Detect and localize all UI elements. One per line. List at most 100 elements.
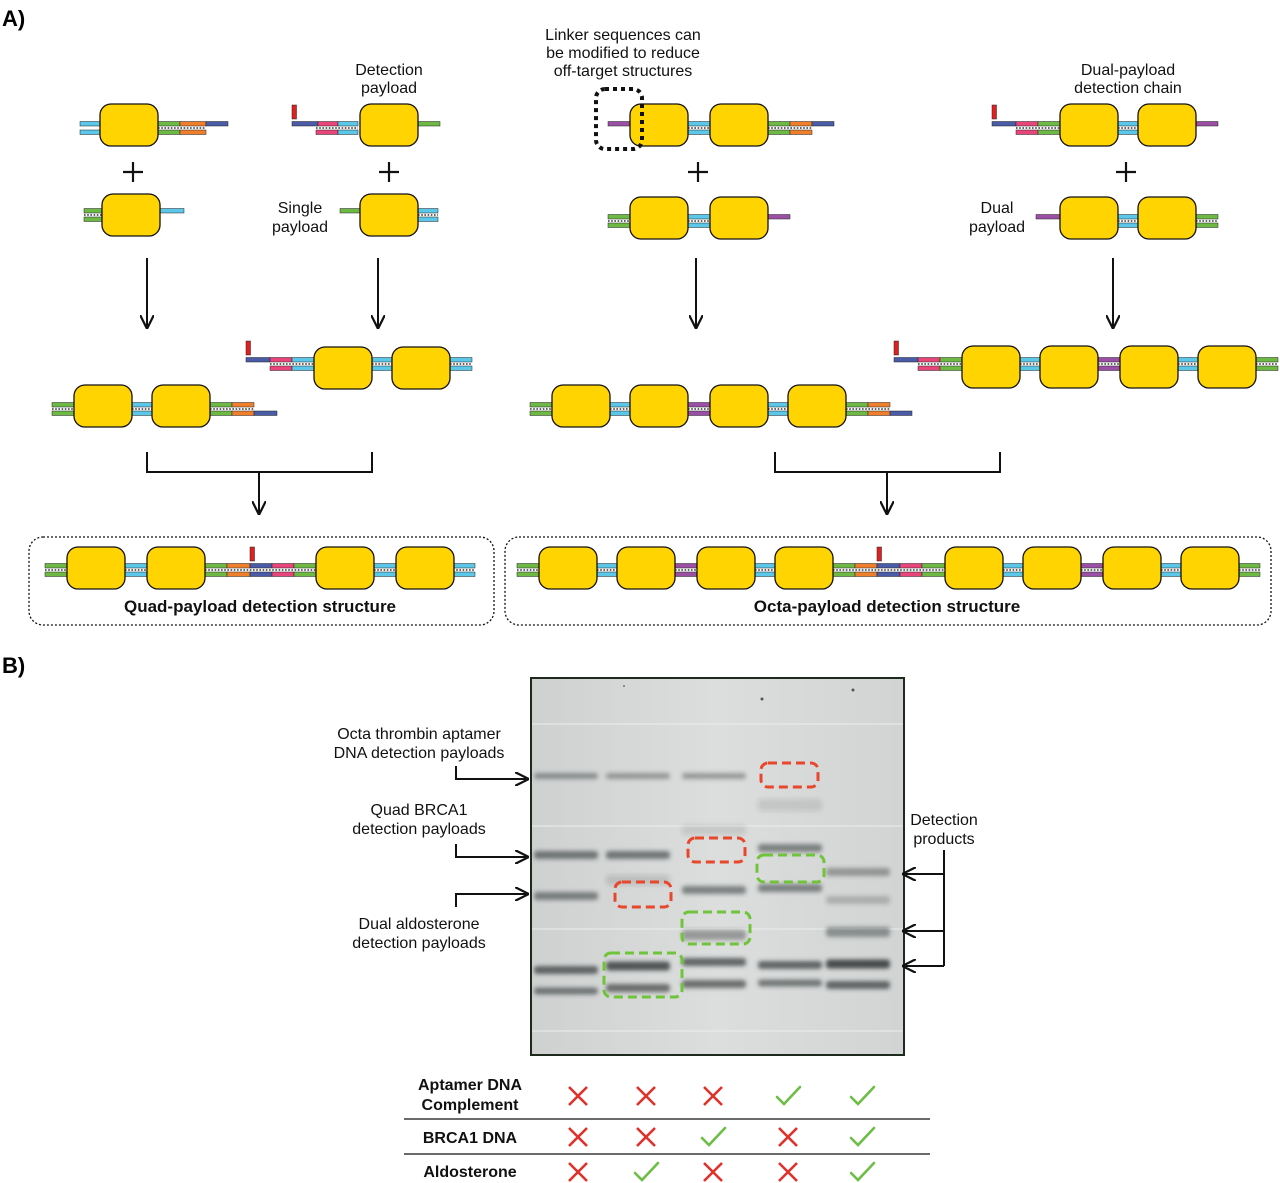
strand-segment: [687, 410, 711, 416]
strand-segment: [854, 563, 878, 569]
svg-text:detection payloads: detection payloads: [352, 935, 485, 952]
strand-segment: [767, 214, 791, 220]
strand-segment: [1160, 563, 1182, 569]
strand-segment: [1177, 357, 1199, 363]
strand-segment: [832, 563, 856, 569]
strand-segment: [1080, 563, 1104, 569]
strand-segment: [44, 563, 68, 569]
strand-segment: [1195, 214, 1219, 220]
aptamer-payload-box: [73, 384, 133, 428]
linker-highlight-box: [594, 87, 644, 151]
strand-segment: [131, 410, 153, 416]
gel-band: [826, 868, 890, 876]
strand-segment: [789, 121, 813, 127]
row-label-aldosterone: Aldosterone: [423, 1164, 516, 1181]
aptamer-payload-box: [944, 546, 1004, 590]
cross-icon: [778, 1162, 798, 1182]
red-tag-marker: [291, 104, 297, 120]
strand-segment: [921, 563, 946, 569]
quad-structure-title: Quad-payload detection structure: [124, 597, 396, 616]
gel-band: [758, 799, 822, 811]
gel-band: [606, 773, 670, 779]
strand-segment: [79, 121, 103, 127]
strand-segment: [767, 402, 789, 408]
gel-band: [758, 884, 822, 892]
gel-band: [682, 980, 746, 988]
strand-segment: [876, 571, 901, 577]
strand-segment: [1117, 222, 1139, 228]
condition-table: Aptamer DNA Complement BRCA1 DNA Aldoste…: [404, 1077, 930, 1182]
svg-text:Single: Single: [278, 200, 323, 217]
red-tag-marker: [893, 340, 899, 356]
cross-icon: [568, 1086, 588, 1106]
strand-segment: [516, 571, 540, 577]
cross-icon: [703, 1086, 723, 1106]
strand-segment: [1177, 365, 1199, 371]
strand-segment: [529, 410, 553, 416]
check-icon: [775, 1085, 802, 1106]
strand-segment: [889, 410, 913, 416]
strand-segment: [767, 121, 791, 127]
quad-band-label: Quad BRCA1 detection payloads: [352, 802, 485, 838]
strand-segment: [1002, 563, 1024, 569]
row-label-aptamer: Aptamer DNA: [418, 1077, 522, 1094]
strand-segment: [674, 571, 698, 577]
svg-text:Linker sequences can: Linker sequences can: [545, 27, 701, 44]
svg-text:payload: payload: [272, 219, 328, 236]
svg-text:DNA detection payloads: DNA detection payloads: [334, 745, 505, 762]
gel-highlight-box: [759, 761, 820, 789]
strand-segment: [449, 357, 473, 363]
check-icon: [700, 1126, 727, 1147]
strand-segment: [245, 357, 271, 363]
red-tag-marker: [991, 104, 997, 120]
flow-arrows: [147, 258, 1113, 512]
single-payload-note: Single payload: [272, 200, 328, 236]
strand-segment: [317, 121, 339, 127]
gel-band: [682, 825, 746, 835]
strand-segment: [291, 121, 319, 127]
check-icon: [849, 1126, 876, 1147]
strand-segment: [1195, 222, 1219, 228]
cross-icon: [568, 1162, 588, 1182]
strand-segment: [529, 402, 553, 408]
gel-highlight-box: [755, 853, 826, 884]
strand-segment: [687, 121, 711, 127]
strand-segment: [754, 571, 776, 577]
strand-segment: [293, 571, 317, 577]
red-tag-marker: [876, 546, 882, 562]
svg-text:be modified to reduce: be modified to reduce: [546, 45, 700, 62]
strand-segment: [269, 365, 293, 371]
gel-image: [530, 677, 905, 1056]
aptamer-payload-box: [391, 346, 451, 390]
svg-text:Detection: Detection: [910, 812, 978, 829]
strand-segment: [1238, 571, 1261, 577]
svg-text:Detection: Detection: [355, 62, 423, 79]
aptamer-payload-box: [696, 546, 756, 590]
strand-segment: [1117, 129, 1139, 135]
strand-segment: [867, 402, 891, 408]
strand-segment: [373, 563, 397, 569]
gel-band: [826, 927, 890, 937]
dual-chain-note: Dual-payload detection chain: [1074, 62, 1182, 97]
gel-band: [826, 896, 890, 904]
strand-segment: [516, 563, 540, 569]
strand-segment: [1015, 121, 1039, 127]
gel-band: [758, 844, 822, 852]
strand-segment: [204, 571, 228, 577]
quad-structure-frame: [28, 536, 495, 626]
strand-segment: [1080, 571, 1104, 577]
band-arrows: [455, 766, 945, 966]
strand-segment: [371, 357, 393, 363]
aptamer-payload-box: [629, 196, 689, 240]
octa-structure-title: Octa-payload detection structure: [754, 597, 1020, 616]
svg-text:Dual-payload: Dual-payload: [1081, 62, 1175, 79]
strand-segment: [1019, 365, 1041, 371]
gel-band: [758, 979, 822, 987]
aptamer-payload-box: [99, 103, 159, 147]
strand-segment: [271, 563, 295, 569]
gel-band: [534, 851, 598, 859]
gel-band: [826, 981, 890, 989]
aptamer-payload-box: [709, 384, 769, 428]
strand-segment: [83, 216, 103, 222]
aptamer-payload-box: [315, 546, 375, 590]
